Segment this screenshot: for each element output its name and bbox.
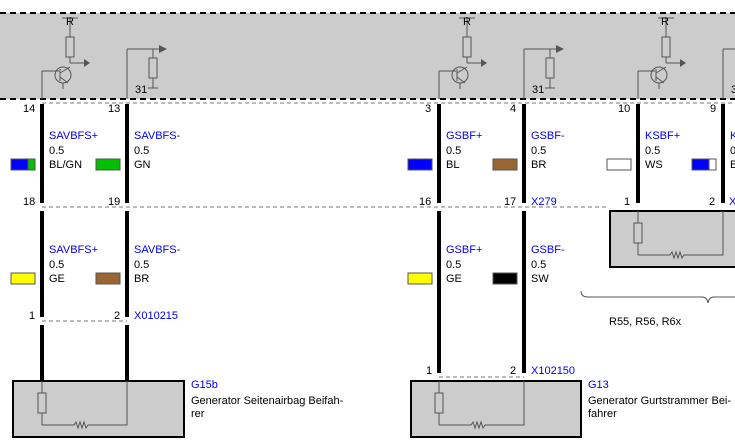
pin-number: 14 [23,103,35,115]
wire-color-swatch [708,158,717,171]
component-id[interactable]: G13 [588,379,609,391]
pin-number: 10 [618,103,630,115]
pin-number: 13 [108,103,120,115]
ground-label: 31 [731,84,735,96]
pin-number: 1 [624,196,630,208]
pin-number: 2 [709,196,715,208]
supply-label: R [661,16,669,28]
signal-name[interactable]: GSBF+ [446,244,482,256]
component-description: rer [191,408,205,420]
wire-color-swatch [10,272,36,285]
wire-size: 0.5 [49,145,64,157]
upper-wire-labels: SAVBFS+ 0.5BL/GN SAVBFS- 0.5GN GSBF+ 0.5BL GSB… [10,130,735,171]
signal-name[interactable]: K [730,130,735,142]
wire-size: 0.5 [645,145,660,157]
control-unit-area [0,13,735,99]
variant-brace [580,290,735,304]
wire-size: 0.5 [446,259,461,271]
color-code: BL/GN [49,159,82,171]
wire-color-swatch [27,158,36,171]
color-code: B [730,159,735,171]
wire-color-swatch [10,158,29,171]
pin-number: 16 [419,196,431,208]
color-code: BR [134,273,149,285]
pin-number: 17 [504,196,516,208]
wire-color-swatch [95,272,121,285]
supply-label: R [66,16,74,28]
component-box-g15b[interactable] [12,380,185,438]
pin-number: 1 [426,365,432,377]
variant-note: R55, R56, R6x [609,316,682,328]
supply-label: R [463,16,471,28]
pin-number: 3 [425,103,431,115]
wire-size: 0 [730,145,735,157]
signal-name[interactable]: SAVBFS+ [49,244,98,256]
ground-label: 31 [532,84,544,96]
color-code: BL [446,159,459,171]
connector-name[interactable]: X010215 [134,310,178,322]
wire-color-swatch [407,158,433,171]
signal-name[interactable]: GSBF- [531,244,565,256]
wire-size: 0.5 [134,145,149,157]
signal-name[interactable]: KSBF+ [645,130,680,142]
color-code: GE [49,273,65,285]
pin-number: 2 [114,310,120,322]
component-description: Generator Seitenairbag Beifah- [191,395,344,407]
ground-label: 31 [135,84,147,96]
wire-size: 0.5 [134,259,149,271]
component-id[interactable]: G15b [191,379,218,391]
pin-number: 9 [710,103,716,115]
pin-number: 2 [510,365,516,377]
color-code: BR [531,159,546,171]
control-unit-circuits: R R R 31 31 31 [41,16,735,100]
signal-name[interactable]: SAVBFS- [134,244,181,256]
wire-color-swatch [606,158,632,171]
component-description: fahrer [588,408,617,420]
component-description: Generator Gurtstrammer Bei- [588,395,731,407]
pin-number: 18 [23,196,35,208]
wire-color-swatch [95,158,121,171]
wire-color-swatch [492,158,518,171]
wire-size: 0.5 [49,259,64,271]
connector-name[interactable]: X102150 [531,365,575,377]
wire-color-swatch [407,272,433,285]
color-code: GN [134,159,151,171]
component-box[interactable] [609,210,735,268]
lower-wire-labels: SAVBFS+ 0.5GE SAVBFS- 0.5BR GSBF+ 0.5GE GSBF- 0… [10,244,565,285]
color-code: GE [446,273,462,285]
pin-number: 1 [29,310,35,322]
signal-name[interactable]: GSBF+ [446,130,482,142]
connector-name[interactable]: X [729,196,735,208]
color-code: WS [645,159,663,171]
component-box-g13[interactable] [410,380,582,438]
wires [40,104,725,381]
wire-size: 0.5 [446,145,461,157]
signal-name[interactable]: SAVBFS+ [49,130,98,142]
wire-color-swatch [691,158,710,171]
connector-name[interactable]: X279 [531,196,557,208]
signal-name[interactable]: SAVBFS- [134,130,181,142]
color-code: SW [531,273,549,285]
wire-size: 0.5 [531,259,546,271]
wire-color-swatch [492,272,518,285]
signal-name[interactable]: GSBF- [531,130,565,142]
pin-number: 4 [510,103,516,115]
pin-number: 19 [108,196,120,208]
wire-size: 0.5 [531,145,546,157]
